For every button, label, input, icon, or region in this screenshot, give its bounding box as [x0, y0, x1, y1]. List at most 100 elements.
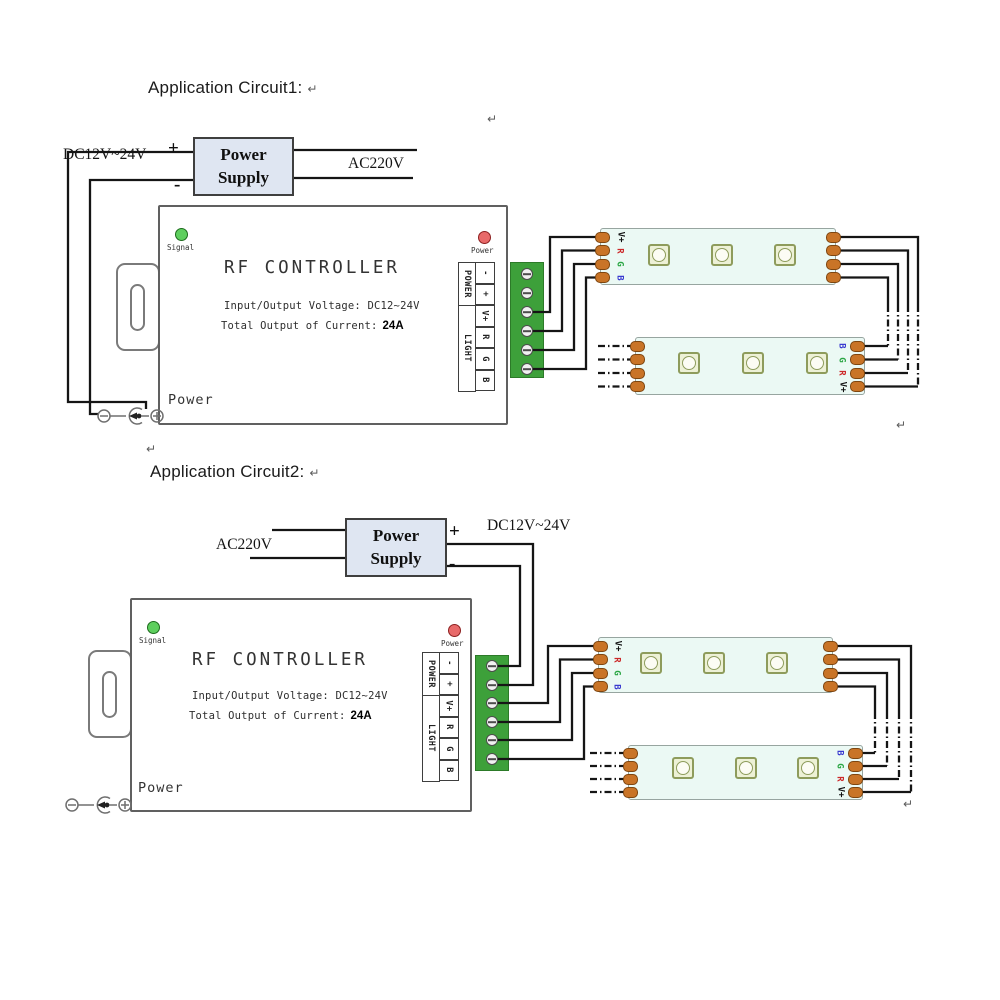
c1-pin-plus: +: [475, 283, 495, 305]
c2-led-chip: [672, 757, 694, 779]
c2-power-jack-label: Power: [138, 780, 184, 796]
return-mark: ↵: [903, 797, 914, 811]
c1-current-value: 24A: [382, 320, 404, 332]
c2-title: Application Circuit2: ↵: [150, 462, 320, 482]
c2-link-wire: [831, 685, 877, 712]
c1-screw-2: [521, 287, 533, 299]
c1-strip1-pin-g: G: [614, 261, 625, 267]
c2-led-chip: [797, 757, 819, 779]
c2-power-supply-line2: Supply: [370, 548, 422, 568]
c2-rf-controller-box: [130, 598, 472, 812]
c1-plus-sign: +: [168, 138, 179, 159]
c2-pin-plus: +: [439, 673, 459, 695]
c1-screw-5: [521, 344, 533, 356]
c1-link-wire: [834, 262, 900, 305]
c2-pin-minus: -: [439, 652, 459, 674]
c2-strip2-pad: [623, 786, 638, 798]
c1-pin-vplus: V+: [475, 305, 495, 327]
c1-pin-r: R: [475, 326, 495, 348]
c1-minus-sign: -: [174, 174, 181, 195]
c2-screw-1: [486, 660, 498, 672]
c1-controller-name: RF CONTROLLER: [224, 258, 400, 278]
c1-strip1-pin-b: B: [614, 274, 625, 281]
c1-strip2-pad: [850, 340, 865, 352]
c1-strip2-pin-r: R: [836, 370, 847, 376]
c1-pin-g: G: [475, 348, 495, 370]
c1-power-supply-line1: Power: [220, 145, 267, 165]
return-mark: ↵: [309, 466, 320, 480]
c1-pin-b: B: [475, 369, 495, 391]
c1-strip1-pad: [826, 231, 841, 243]
c2-strip1-pad: [823, 654, 838, 665]
c2-b-wire: [494, 685, 600, 761]
c1-strip1-pad: [826, 245, 841, 256]
c2-screw-3: [486, 697, 498, 709]
c2-strip1-pad: [593, 681, 608, 692]
c1-terminal-group-power: POWER: [458, 262, 476, 306]
c1-strip2-pad: [850, 367, 865, 379]
c2-power-supply-line1: Power: [372, 526, 420, 546]
c2-vplus-wire: [494, 644, 600, 705]
return-mark: ↵: [487, 112, 498, 126]
c2-led-chip: [735, 757, 757, 779]
c1-led-chip: [806, 352, 828, 374]
c2-screw-6: [486, 753, 498, 765]
c2-strip1-pin-b: B: [611, 683, 622, 690]
c1-title: Application Circuit1: ↵: [148, 78, 318, 98]
c2-spec-line2-text: Total Output of Current:: [189, 710, 346, 722]
c1-strip2-pad: [630, 354, 645, 365]
c1-strip1-pad: [595, 272, 610, 283]
c1-screw-3: [521, 306, 533, 318]
c2-strip2-pad: [623, 773, 638, 785]
c2-screw-5: [486, 734, 498, 746]
c2-led-chip: [766, 652, 788, 674]
c2-strip1-pad: [593, 640, 608, 652]
c1-power-led: [478, 231, 491, 244]
c1-strip2-pin-b: B: [836, 343, 847, 349]
c2-dc-voltage-label: DC12V~24V: [487, 517, 571, 534]
c1-strip2-pad: [630, 381, 645, 392]
c1-led-chip: [742, 352, 764, 374]
c2-screw-2: [486, 679, 498, 691]
c1-strip2-pin-g: G: [836, 356, 847, 363]
c2-strip1-pad: [593, 667, 608, 679]
c1-led-chip: [711, 244, 733, 266]
c2-strip1-pad: [823, 667, 838, 679]
c2-strip1-pin-r: R: [611, 656, 622, 663]
c1-strip1-pin-vplus: V+: [615, 231, 625, 243]
c2-spec-line1: Input/Output Voltage: DC12~24V: [192, 690, 388, 702]
c1-rf-controller-box: [158, 205, 508, 425]
return-mark: ↵: [307, 82, 318, 96]
c2-power-supply-box: Power Supply: [345, 518, 447, 577]
c1-strip1-pad: [826, 272, 841, 283]
c1-strip2-pad: [630, 367, 645, 379]
c1-power-supply-line2: Supply: [217, 167, 270, 187]
c2-title-text: Application Circuit2:: [150, 462, 305, 481]
c2-power-led-label: Power: [441, 639, 464, 648]
c2-signal-led: [147, 621, 160, 634]
c1-link-wire: [834, 276, 890, 305]
c2-dc-plug-polarity-icon: [65, 796, 132, 814]
c2-strip2-pad: [848, 773, 863, 785]
c2-link-wire: [831, 658, 901, 712]
c1-dc-plug-polarity-icon: [97, 407, 164, 425]
c2-pin-vplus: V+: [439, 695, 459, 717]
c1-mounting-slot: [130, 284, 145, 331]
c2-link-wire: [831, 671, 889, 712]
c1-strip1-pad: [595, 245, 610, 256]
c1-strip2-pad: [850, 381, 865, 392]
c2-plus-sign: +: [449, 521, 460, 542]
c2-screw-4: [486, 716, 498, 728]
c1-link-wire: [834, 235, 920, 305]
c2-pin-b: B: [439, 759, 459, 781]
c2-mounting-slot: [102, 671, 117, 718]
c1-strip1-pad: [595, 231, 610, 243]
c2-strip1-pad: [823, 640, 838, 652]
c1-spec-line1: Input/Output Voltage: DC12~24V: [224, 300, 420, 312]
c2-power-led: [448, 624, 461, 637]
c2-strip2-pin-vplus: V+: [835, 786, 845, 798]
c2-strip2-pad: [848, 760, 863, 772]
c2-link-wire: [831, 644, 913, 712]
c1-screw-1: [521, 268, 533, 280]
